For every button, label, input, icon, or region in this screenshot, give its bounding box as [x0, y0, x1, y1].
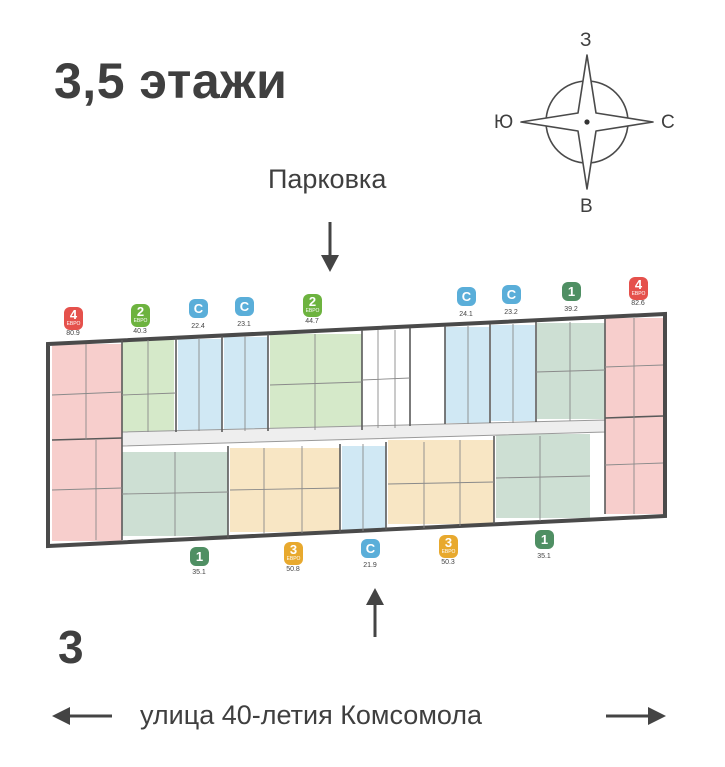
apt-fill-top-4: [224, 337, 268, 431]
apt-area-top-2: 40.3: [133, 328, 147, 335]
compass-east-label: С: [661, 112, 675, 133]
apt-fill-top-1: [52, 344, 122, 541]
apt-area-top-3: 22.4: [191, 323, 205, 330]
compass-north-label: З: [580, 30, 592, 51]
apt-badge-top-8[interactable]: 1: [562, 282, 581, 301]
street-arrow-left-icon: [52, 707, 112, 725]
apt-area-top-7: 23.2: [504, 309, 518, 316]
floor-title: 3,5 этажи: [54, 53, 288, 109]
apt-area-top-6: 24.1: [459, 311, 473, 318]
apt-area-top-4: 23.1: [237, 321, 251, 328]
apt-area-top-1: 80.9: [66, 330, 80, 337]
parking-arrow-icon: [321, 222, 339, 272]
apt-fill-bot-3: [342, 446, 386, 530]
apt-fill-top-3: [178, 339, 222, 431]
apt-area-bot-1: 35.1: [192, 569, 206, 576]
outer-wall: [46, 311, 667, 549]
apt-badge-bot-1[interactable]: 1: [190, 547, 209, 566]
apt-area-top-8: 39.2: [564, 306, 578, 313]
street-arrow-right-icon: [606, 707, 666, 725]
compass-west-label: Ю: [494, 112, 514, 133]
apt-area-bot-2: 50.8: [286, 566, 300, 573]
entrance-arrow-icon: [366, 588, 384, 637]
apt-badge-bot-3[interactable]: С: [361, 539, 380, 558]
apt-area-bot-4: 50.3: [441, 559, 455, 566]
compass-south-label: В: [580, 196, 593, 217]
apt-badge-top-4[interactable]: С: [235, 297, 254, 316]
street-label: улица 40-летия Комсомола: [140, 700, 483, 730]
apt-area-bot-3: 21.9: [363, 562, 377, 569]
apt-fill-top-5: [270, 334, 362, 430]
apt-area-top-5: 44.7: [305, 318, 319, 325]
apt-fill-top-6: [445, 327, 489, 423]
apt-badge-top-6[interactable]: С: [457, 287, 476, 306]
apt-badge-top-3[interactable]: С: [189, 299, 208, 318]
apt-badge-top-7[interactable]: С: [502, 285, 521, 304]
apt-badge-bot-5[interactable]: 1: [535, 530, 554, 549]
apt-area-bot-5: 35.1: [537, 553, 551, 560]
parking-label: Парковка: [268, 164, 387, 194]
apt-area-top-9: 82.6: [631, 300, 645, 307]
section-number: 3: [58, 621, 84, 673]
